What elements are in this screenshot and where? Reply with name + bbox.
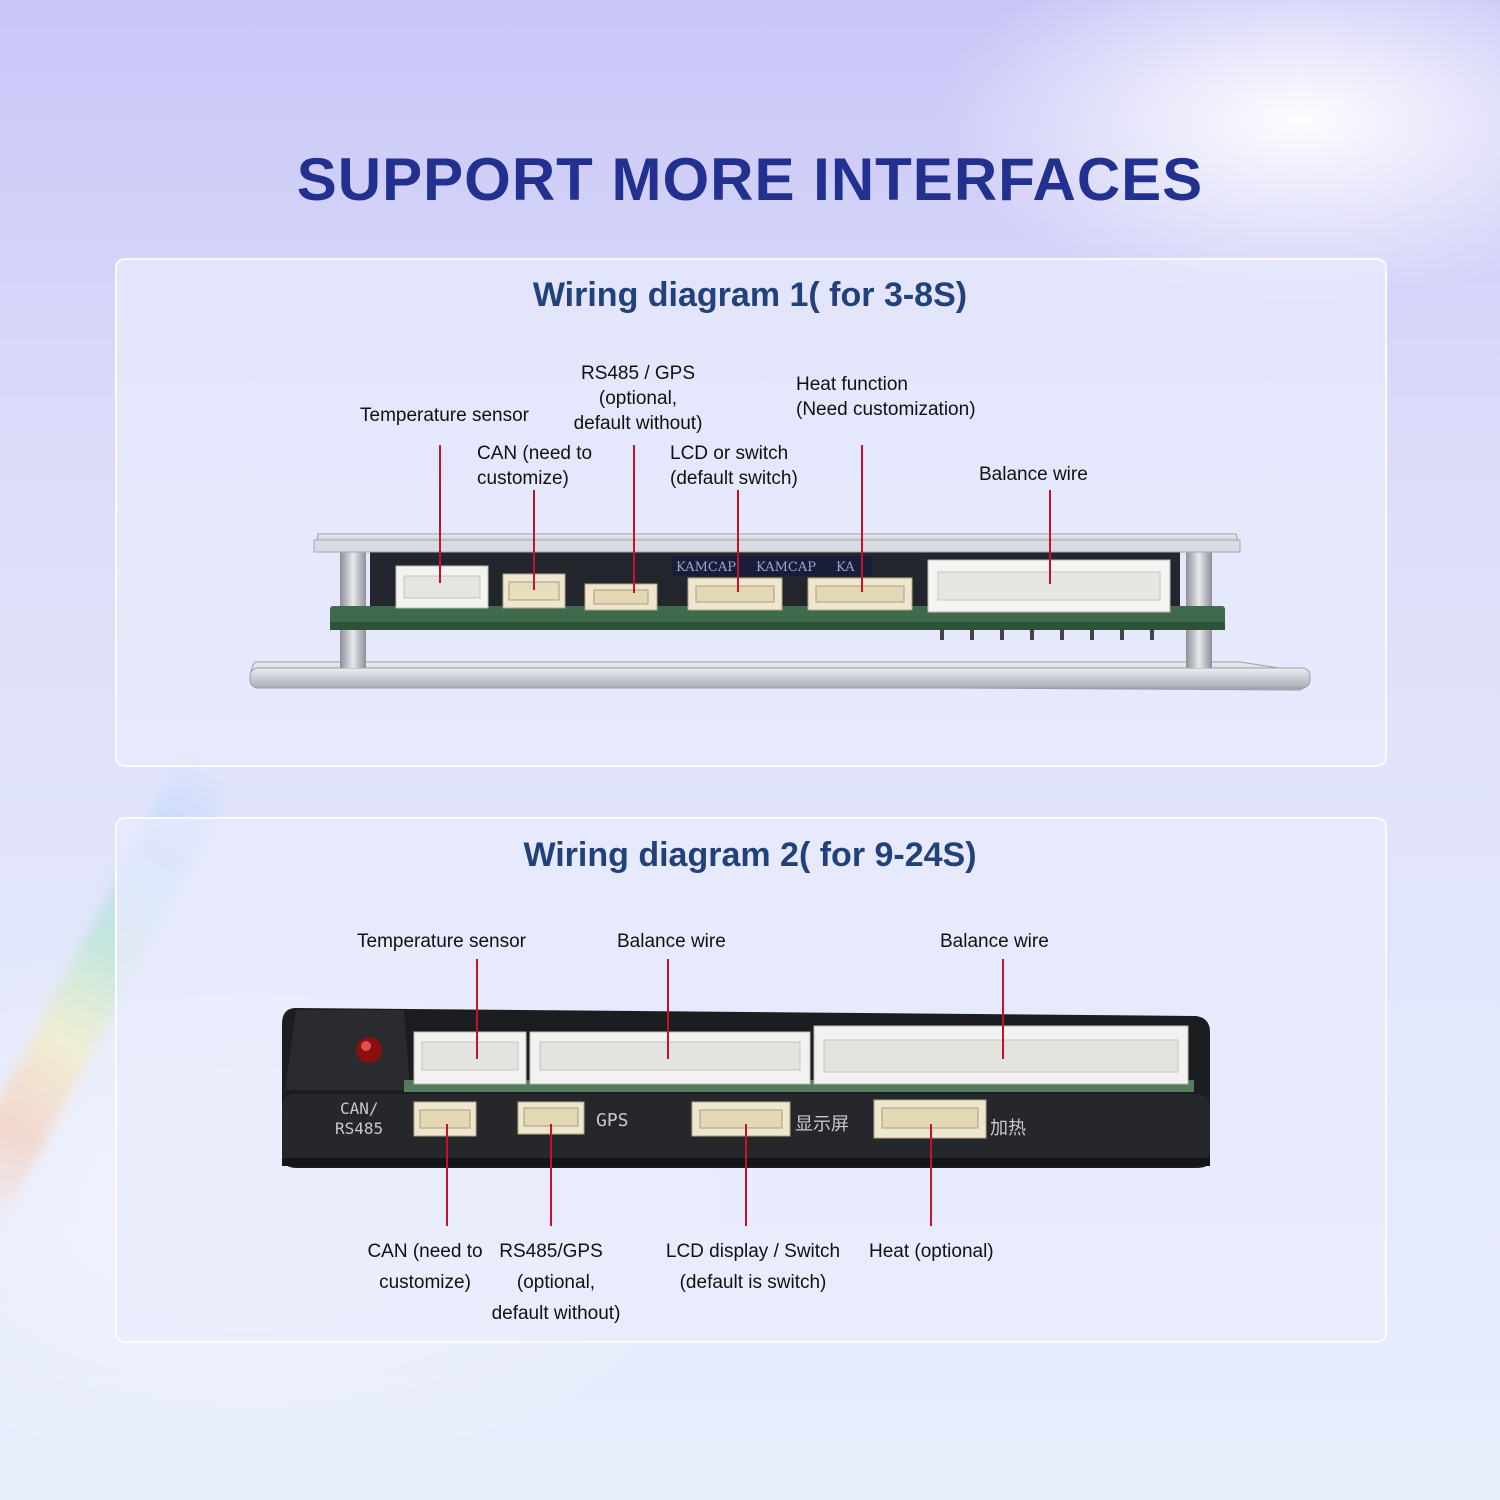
d1-label-temperature-sensor: Temperature sensor: [360, 405, 529, 426]
d2-label-can-line: CAN (need to: [367, 1241, 483, 1262]
page-title: SUPPORT MORE INTERFACES: [296, 146, 1204, 213]
d1-leader-can: [533, 490, 535, 590]
board-2-marking-gps: GPS: [596, 1110, 629, 1131]
d1-leader-balance: [1049, 490, 1051, 584]
d2-leader-heat: [930, 1124, 932, 1226]
board-2-marking-heating: 加热: [990, 1118, 1026, 1139]
board-1-marking: KAMCAP: [676, 560, 736, 575]
d1-label-lcd-line: LCD or switch: [670, 443, 789, 464]
d1-label-can: CAN (need to customize): [477, 441, 592, 491]
d1-leader-lcd: [737, 490, 739, 592]
d1-label-rs485-line: default without): [573, 413, 703, 434]
d2-label-balance-wire-2: Balance wire: [940, 931, 1049, 952]
d2-label-can-line: customize): [379, 1272, 471, 1293]
diagram-2-title: Wiring diagram 2( for 9-24S): [523, 836, 977, 874]
d2-label-rs485-line: RS485/GPS: [499, 1241, 603, 1262]
d1-leader-rs485: [633, 445, 635, 593]
board-1-marking: KA: [836, 560, 855, 575]
d1-leader-heat: [861, 445, 863, 592]
d1-label-can-line: CAN (need to: [477, 443, 593, 464]
d2-label-rs485-line: (optional,: [516, 1272, 596, 1293]
board-2-marking-can: CAN/: [340, 1099, 379, 1118]
d2-label-balance-wire-1: Balance wire: [617, 931, 726, 952]
d2-leader-rs485: [550, 1124, 552, 1226]
d1-label-can-line: customize): [477, 468, 569, 489]
d2-leader-lcd: [745, 1124, 747, 1226]
d2-label-heat: Heat (optional): [869, 1241, 994, 1262]
d2-label-rs485-gps: RS485/GPS (optional, default without): [478, 1236, 634, 1329]
d2-leader-temperature: [476, 959, 478, 1059]
board-2-marking-rs485: RS485: [335, 1119, 383, 1138]
d2-leader-balance-1: [667, 959, 669, 1059]
d1-label-rs485-line: RS485 / GPS: [580, 363, 696, 384]
d2-label-can: CAN (need to customize): [355, 1236, 495, 1298]
diagram-1-title: Wiring diagram 1( for 3-8S): [532, 276, 968, 314]
d1-label-rs485-gps: RS485 / GPS (optional, default without): [558, 361, 718, 436]
board-2-marking-display: 显示屏: [795, 1114, 849, 1135]
d2-label-lcd-line: (default is switch): [679, 1272, 827, 1293]
board-1-marking: KAMCAP: [756, 560, 816, 575]
d2-label-lcd-line: LCD display / Switch: [665, 1241, 841, 1262]
d2-label-lcd-switch: LCD display / Switch (default is switch): [652, 1236, 854, 1298]
d2-leader-can: [446, 1124, 448, 1226]
d1-leader-temperature: [439, 445, 441, 583]
d1-label-heat: Heat function (Need customization): [796, 372, 976, 422]
d1-label-balance-wire: Balance wire: [979, 464, 1088, 485]
d1-label-rs485-line: (optional,: [598, 388, 678, 409]
d1-label-heat-line: (Need customization): [796, 399, 976, 420]
d1-label-lcd-line: (default switch): [670, 468, 798, 489]
d1-label-heat-line: Heat function: [796, 374, 908, 395]
d2-leader-balance-2: [1002, 959, 1004, 1059]
d2-label-rs485-line: default without): [491, 1303, 621, 1324]
d2-label-temperature-sensor: Temperature sensor: [357, 931, 526, 952]
d1-label-lcd-switch: LCD or switch (default switch): [670, 441, 798, 491]
